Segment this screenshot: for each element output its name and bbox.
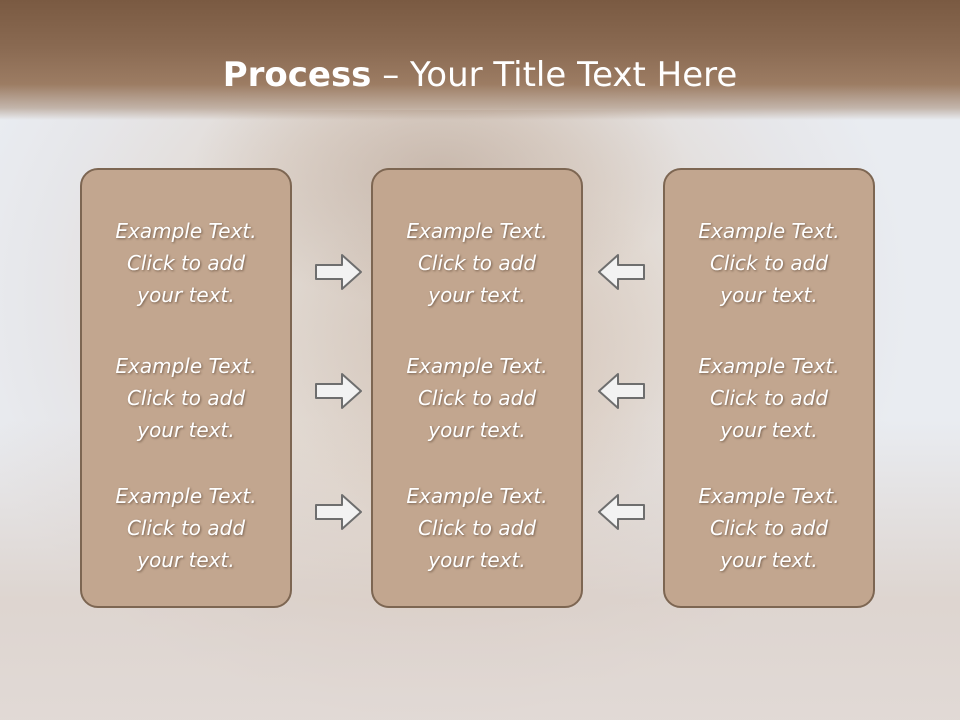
text-block[interactable]: Example Text. Click to add your text.	[115, 484, 257, 572]
title-banner	[0, 0, 960, 120]
text-block[interactable]: Example Text. Click to add your text.	[698, 354, 840, 442]
left-arrow-icon	[598, 254, 645, 290]
text-block[interactable]: Example Text. Click to add your text.	[406, 484, 548, 572]
text-block[interactable]: Example Text. Click to add your text.	[115, 354, 257, 442]
title-rest: – Your Title Text Here	[371, 55, 738, 95]
slide-title[interactable]: Process – Your Title Text Here	[0, 52, 960, 98]
left-arrow-icon	[598, 373, 645, 409]
text-block[interactable]: Example Text. Click to add your text.	[115, 219, 257, 307]
process-box-left[interactable]: Example Text. Click to add your text. Ex…	[80, 168, 292, 608]
text-block[interactable]: Example Text. Click to add your text.	[406, 219, 548, 307]
process-box-center[interactable]: Example Text. Click to add your text. Ex…	[371, 168, 583, 608]
text-block[interactable]: Example Text. Click to add your text.	[698, 219, 840, 307]
right-arrow-icon	[315, 254, 362, 290]
left-arrow-icon	[598, 494, 645, 530]
right-arrow-icon	[315, 494, 362, 530]
text-block[interactable]: Example Text. Click to add your text.	[698, 484, 840, 572]
process-box-right[interactable]: Example Text. Click to add your text. Ex…	[663, 168, 875, 608]
right-arrow-icon	[315, 373, 362, 409]
text-block[interactable]: Example Text. Click to add your text.	[406, 354, 548, 442]
title-bold: Process	[222, 55, 372, 95]
